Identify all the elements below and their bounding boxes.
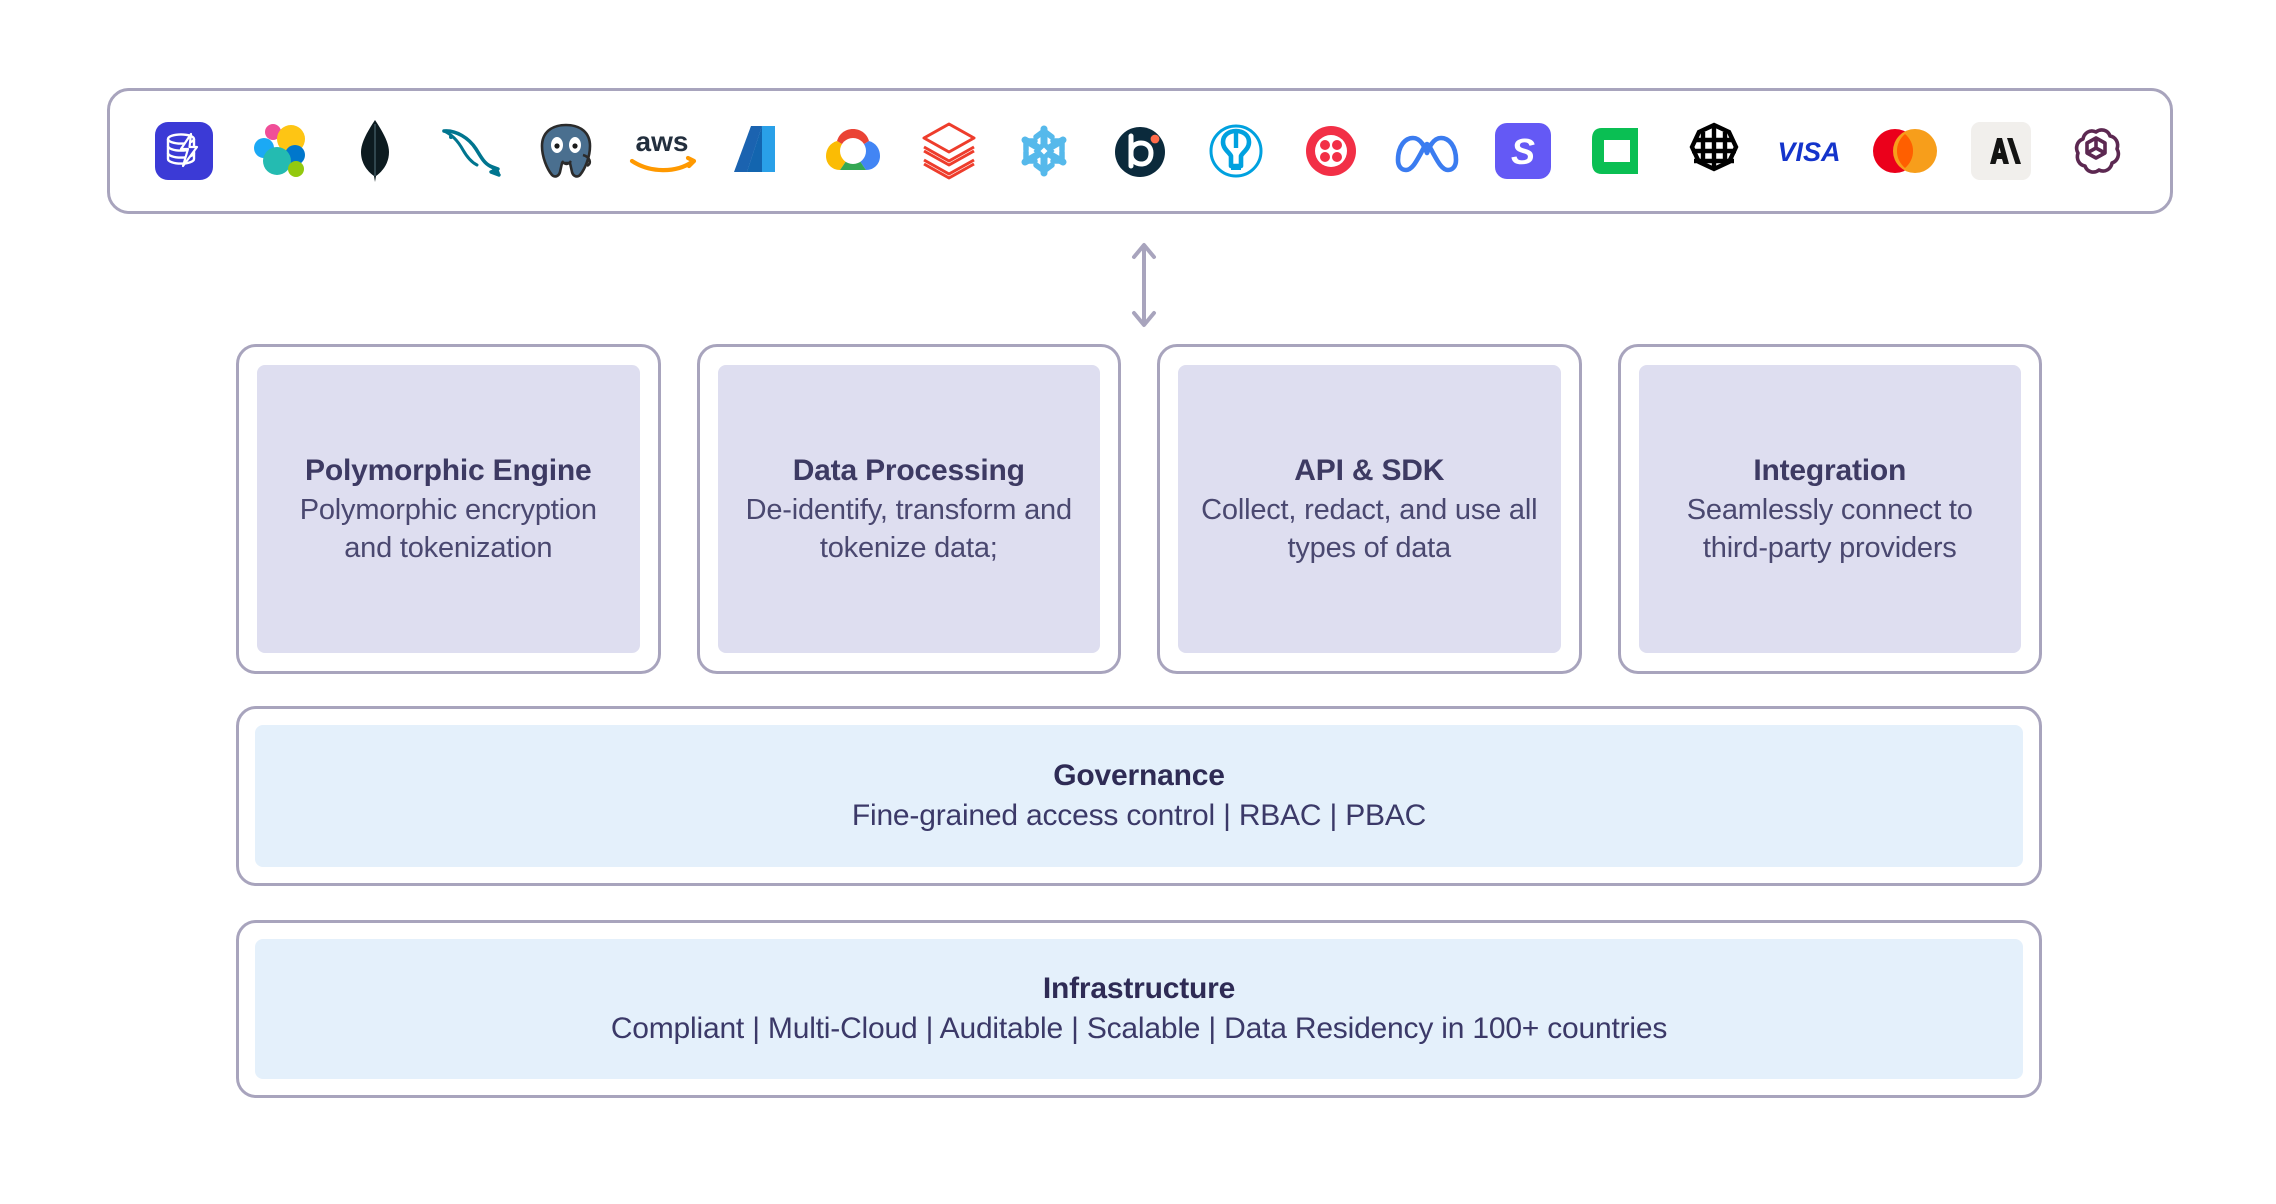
- twilio-icon: [1284, 112, 1380, 190]
- capability-card-polymorphic-engine[interactable]: Polymorphic Engine Polymorphic encryptio…: [236, 344, 661, 674]
- card-description: Collect, redact, and use all types of da…: [1201, 493, 1538, 564]
- mysql-icon: [423, 112, 519, 190]
- card-inner: Data Processing De-identify, transform a…: [717, 365, 1100, 653]
- google-cloud-icon: [805, 112, 901, 190]
- mongodb-icon: [327, 112, 423, 190]
- svg-text:aws: aws: [635, 126, 688, 157]
- infrastructure-inner: Infrastructure Compliant | Multi-Cloud |…: [255, 939, 2023, 1079]
- databricks-icon: [901, 112, 997, 190]
- card-inner: API & SDK Collect, redact, and use all t…: [1178, 365, 1561, 653]
- infrastructure-title: Infrastructure: [1042, 971, 1236, 1005]
- card-inner: Polymorphic Engine Polymorphic encryptio…: [257, 365, 640, 653]
- braze-icon: [1092, 112, 1188, 190]
- card-title: API & SDK: [1294, 453, 1445, 487]
- card-title: Integration: [1753, 453, 1907, 487]
- marqeta-icon: [1666, 112, 1762, 190]
- infrastructure-bar[interactable]: Infrastructure Compliant | Multi-Cloud |…: [236, 920, 2042, 1098]
- capability-cards-row: Polymorphic Engine Polymorphic encryptio…: [236, 344, 2042, 674]
- elastic-icon: [232, 112, 328, 190]
- aws-icon: aws: [614, 112, 710, 190]
- capability-card-api-sdk[interactable]: API & SDK Collect, redact, and use all t…: [1157, 344, 1582, 674]
- mulesoft-icon: [1188, 112, 1284, 190]
- card-description: Seamlessly connect to third-party provid…: [1686, 493, 1973, 564]
- visa-icon: VISA: [1762, 112, 1858, 190]
- bidirectional-arrow: [1132, 243, 1156, 327]
- mastercard-icon: [1857, 112, 1953, 190]
- capability-card-data-processing[interactable]: Data Processing De-identify, transform a…: [696, 344, 1121, 674]
- openai-icon: [2049, 112, 2145, 190]
- governance-bar[interactable]: Governance Fine-grained access control |…: [236, 706, 2042, 886]
- postgresql-icon: [519, 112, 615, 190]
- capability-card-integration[interactable]: Integration Seamlessly connect to third-…: [1617, 344, 2042, 674]
- microsoft-azure-icon: [710, 112, 806, 190]
- svg-text:S: S: [1511, 131, 1535, 172]
- adyen-icon: [1570, 112, 1666, 190]
- governance-title: Governance: [1053, 758, 1225, 792]
- skyflow-icon: [136, 112, 232, 190]
- card-description: De-identify, transform and tokenize data…: [745, 493, 1072, 564]
- stripe-icon: S: [1475, 112, 1571, 190]
- governance-inner: Governance Fine-grained access control |…: [255, 725, 2023, 867]
- card-inner: Integration Seamlessly connect to third-…: [1638, 365, 2021, 653]
- integrations-logo-bar: aws: [107, 88, 2173, 214]
- card-title: Polymorphic Engine: [305, 453, 592, 487]
- infrastructure-description: Compliant | Multi-Cloud | Auditable | Sc…: [610, 1012, 1668, 1045]
- svg-text:VISA: VISA: [1778, 137, 1841, 167]
- card-title: Data Processing: [792, 453, 1025, 487]
- card-description: Polymorphic encryption and tokenization: [299, 493, 597, 564]
- anthropic-icon: [1953, 112, 2049, 190]
- governance-description: Fine-grained access control | RBAC | PBA…: [851, 799, 1427, 832]
- snowflake-icon: [997, 112, 1093, 190]
- meta-icon: [1379, 112, 1475, 190]
